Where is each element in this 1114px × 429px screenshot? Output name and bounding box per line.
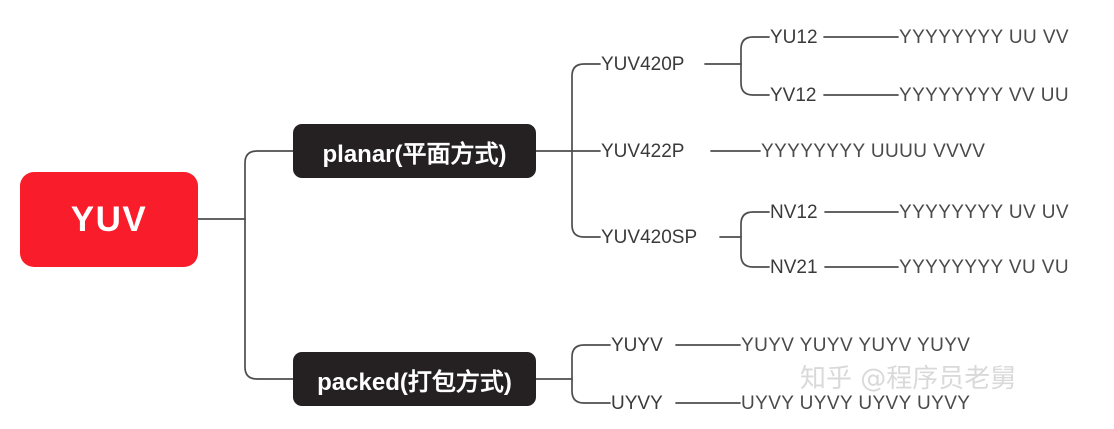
edge-planar-to-yuv420p xyxy=(571,63,601,152)
node-yu12[interactable]: YU12 xyxy=(770,27,818,48)
detail-yv12: YYYYYYYY VV UU xyxy=(899,85,1069,106)
node-yuv420p[interactable]: YUV420P xyxy=(601,54,685,75)
branch-node-planar[interactable]: planar(平面方式) xyxy=(293,124,536,178)
edge-packed-to-uyvy xyxy=(571,378,611,404)
edge-yuv420p-to-yv12 xyxy=(740,63,770,96)
node-yuv420sp[interactable]: YUV420SP xyxy=(601,227,698,248)
node-nv12[interactable]: NV12 xyxy=(770,202,818,223)
detail-nv21: YYYYYYYY VU VU xyxy=(899,257,1069,278)
detail-yuyv: YUYV YUYV YUYV YUYV xyxy=(741,335,971,356)
node-nv21[interactable]: NV21 xyxy=(770,257,818,278)
edge-planar-to-yuv420sp xyxy=(571,150,601,238)
edge-packed-to-yuyv xyxy=(571,344,611,380)
node-yv12[interactable]: YV12 xyxy=(770,85,817,106)
root-node-yuv[interactable]: YUV xyxy=(20,172,198,267)
watermark: 知乎 @程序员老舅 xyxy=(800,364,1017,394)
branch-node-packed[interactable]: packed(打包方式) xyxy=(293,352,536,406)
detail-uyvy: UYVY UYVY UYVY UYVY xyxy=(741,393,971,414)
edge-root-to-planar xyxy=(244,150,294,220)
edge-yuv420sp-to-nv12 xyxy=(740,211,770,238)
node-uyvy[interactable]: UYVY xyxy=(611,393,663,414)
edge-yuv420p-to-yu12 xyxy=(740,36,770,65)
detail-yu12: YYYYYYYY UU VV xyxy=(899,27,1069,48)
detail-yuv422p: YYYYYYYY UUUU VVVV xyxy=(761,141,986,162)
detail-nv12: YYYYYYYY UV UV xyxy=(899,202,1069,223)
node-yuv422p[interactable]: YUV422P xyxy=(601,141,685,162)
edge-root-to-packed xyxy=(244,218,294,380)
node-yuyv[interactable]: YUYV xyxy=(611,335,663,356)
branch-node-planar-label: planar(平面方式) xyxy=(322,140,507,168)
edge-yuv420sp-to-nv21 xyxy=(740,236,770,268)
branch-node-packed-label: packed(打包方式) xyxy=(317,368,512,396)
root-node-label: YUV xyxy=(70,199,148,239)
